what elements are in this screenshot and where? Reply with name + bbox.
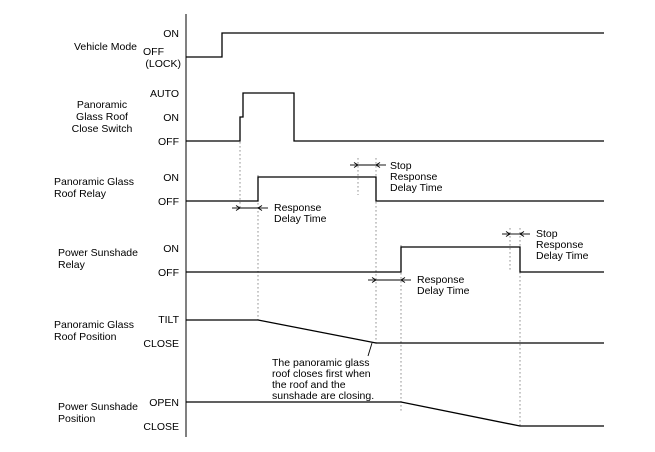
close-switch-waveform xyxy=(186,92,604,142)
svg-text:Delay Time: Delay Time xyxy=(536,250,589,262)
level-on: ON xyxy=(163,112,179,124)
note-leader xyxy=(367,342,373,357)
signal-name-sunshade-position: Power Sunshade Position xyxy=(58,401,138,425)
stop-delay-marker-sunshade xyxy=(502,231,530,237)
svg-text:Delay Time: Delay Time xyxy=(390,182,443,194)
sunshade-position-waveform xyxy=(186,401,604,427)
stop-delay-label-roof: Stop Response Delay Time xyxy=(390,160,443,194)
level-on: ON xyxy=(163,28,179,40)
response-delay-label-sunshade: Response Delay Time xyxy=(417,274,470,297)
svg-text:Panoramic Glass: Panoramic Glass xyxy=(54,176,134,188)
signal-name-vehicle-mode: Vehicle Mode xyxy=(74,41,137,53)
svg-text:Power Sunshade: Power Sunshade xyxy=(58,401,138,413)
svg-text:Delay Time: Delay Time xyxy=(274,213,327,225)
svg-text:Power Sunshade: Power Sunshade xyxy=(58,247,138,259)
level-open: OPEN xyxy=(149,397,179,409)
note-text: The panoramic glass roof closes first wh… xyxy=(272,357,374,402)
svg-text:Response: Response xyxy=(417,274,464,286)
svg-text:Delay Time: Delay Time xyxy=(417,285,470,297)
level-on: ON xyxy=(163,172,179,184)
stop-delay-marker-roof xyxy=(350,162,386,168)
signal-name-roof-relay: Panoramic Glass Roof Relay xyxy=(54,176,134,200)
signal-name-roof-position: Panoramic Glass Roof Position xyxy=(54,319,134,343)
svg-text:Response: Response xyxy=(390,171,437,183)
svg-text:sunshade are closing.: sunshade are closing. xyxy=(272,390,374,402)
roof-position-waveform xyxy=(186,319,604,344)
level-off: OFF xyxy=(158,196,179,208)
svg-text:Roof Position: Roof Position xyxy=(54,331,117,343)
svg-text:Stop: Stop xyxy=(390,160,412,172)
sunshade-relay-waveform xyxy=(186,246,604,273)
svg-text:Response: Response xyxy=(536,239,583,251)
level-tilt: TILT xyxy=(158,314,179,326)
signal-name-sunshade-relay: Power Sunshade Relay xyxy=(58,247,138,271)
level-off: OFF xyxy=(158,267,179,279)
svg-text:Stop: Stop xyxy=(536,228,558,240)
svg-text:The panoramic glass: The panoramic glass xyxy=(272,357,369,369)
svg-text:Glass Roof: Glass Roof xyxy=(76,111,128,123)
svg-text:Panoramic: Panoramic xyxy=(77,99,127,111)
level-auto: AUTO xyxy=(150,88,179,100)
svg-text:Response: Response xyxy=(274,202,321,214)
svg-text:Relay: Relay xyxy=(58,259,86,271)
level-close: CLOSE xyxy=(143,338,179,350)
svg-text:Close Switch: Close Switch xyxy=(72,123,133,135)
level-off: OFF xyxy=(143,46,164,58)
level-off: OFF xyxy=(158,136,179,148)
response-delay-label-roof: Response Delay Time xyxy=(274,202,327,225)
signal-name-close-switch: Panoramic Glass Roof Close Switch xyxy=(72,99,133,135)
response-delay-marker-roof xyxy=(232,205,268,211)
svg-text:the roof and the: the roof and the xyxy=(272,379,346,391)
svg-text:Roof Relay: Roof Relay xyxy=(54,188,107,200)
svg-text:Position: Position xyxy=(58,413,96,425)
roof-relay-waveform xyxy=(186,176,604,202)
vehicle-mode-waveform xyxy=(186,32,604,58)
svg-text:roof closes first when: roof closes first when xyxy=(272,368,371,380)
stop-delay-label-sunshade: Stop Response Delay Time xyxy=(536,228,589,262)
response-delay-marker-sunshade xyxy=(368,277,411,283)
level-on: ON xyxy=(163,243,179,255)
level-close: CLOSE xyxy=(143,421,179,433)
svg-text:Panoramic Glass: Panoramic Glass xyxy=(54,319,134,331)
level-lock: (LOCK) xyxy=(145,58,181,70)
